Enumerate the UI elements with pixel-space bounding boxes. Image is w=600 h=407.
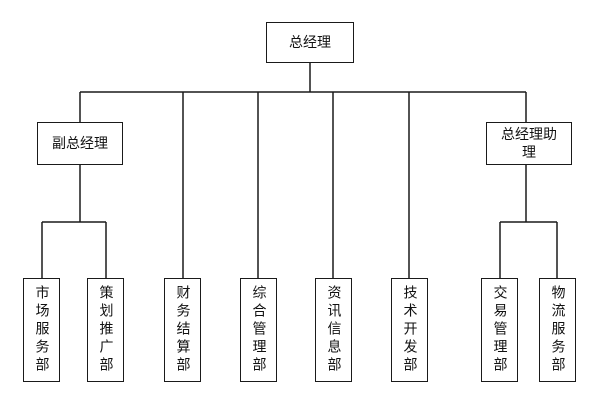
vice-node-label: 副总经理	[52, 135, 108, 152]
dept-label: 综合管理部	[250, 285, 267, 375]
dept-label: 技术开发部	[401, 285, 418, 375]
dept-information: 资讯信息部	[315, 278, 352, 382]
dept-label: 财务结算部	[174, 285, 191, 375]
assistant-node-label-line2: 理	[522, 144, 536, 161]
root-node-label: 总经理	[289, 34, 331, 51]
dept-planning-promotion: 策划推广部	[87, 278, 124, 382]
dept-finance-settlement: 财务结算部	[164, 278, 201, 382]
dept-logistics-service: 物流服务部	[539, 278, 576, 382]
dept-trading-management: 交易管理部	[481, 278, 518, 382]
dept-technology-development: 技术开发部	[391, 278, 428, 382]
dept-label: 物流服务部	[549, 285, 566, 375]
dept-market-service: 市场服务部	[23, 278, 60, 382]
dept-label: 策划推广部	[97, 285, 114, 375]
node-vice-general-manager: 副总经理	[37, 122, 123, 165]
assistant-node-label-line1: 总经理助	[501, 126, 557, 143]
node-assistant-manager: 总经理助 理	[486, 122, 572, 165]
root-node-general-manager: 总经理	[266, 22, 354, 63]
dept-label: 资讯信息部	[325, 285, 342, 375]
dept-general-management: 综合管理部	[240, 278, 277, 382]
dept-label: 交易管理部	[491, 285, 508, 375]
dept-label: 市场服务部	[33, 285, 50, 375]
